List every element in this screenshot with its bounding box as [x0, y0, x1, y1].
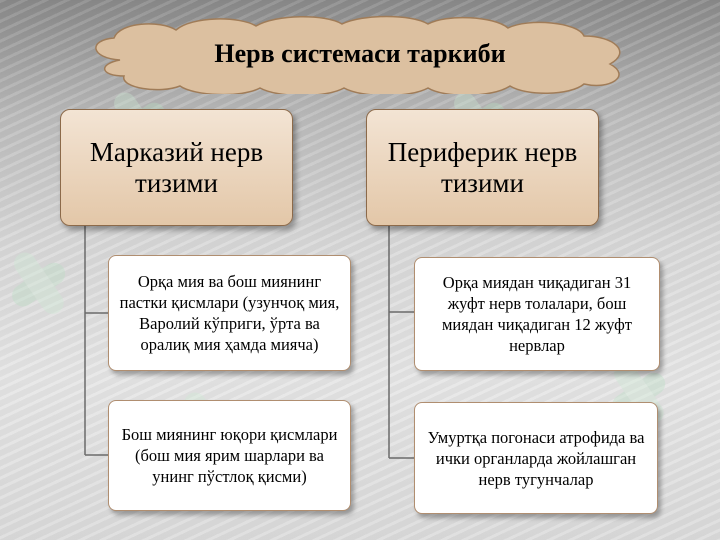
peripheral-nervous-system-box: Периферик нерв тизими: [366, 109, 599, 226]
central-item-upper-brain-text: Бош миянинг юқори қисмлари (бош мия ярим…: [121, 425, 338, 486]
peripheral-nervous-system-label: Периферик нерв тизими: [387, 136, 578, 198]
peripheral-item-ganglia-text: Умуртқа погонаси атрофида ва ички органл…: [427, 427, 645, 489]
peripheral-item-ganglia: Умуртқа погонаси атрофида ва ички органл…: [414, 402, 658, 514]
peripheral-item-nerves-text: Орқа миядан чиқадиган 31 жуфт нерв толал…: [441, 273, 633, 355]
central-item-lower-brain: Орқа мия ва бош миянинг пастки қисмлари …: [108, 255, 351, 371]
central-item-lower-brain-text: Орқа мия ва бош миянинг пастки қисмлари …: [119, 272, 340, 354]
title-cloud: Нерв системаси таркиби: [80, 14, 640, 94]
central-nervous-system-label: Марказий нерв тизими: [89, 136, 264, 198]
central-nervous-system-box: Марказий нерв тизими: [60, 109, 293, 226]
page-title: Нерв системаси таркиби: [214, 39, 506, 68]
peripheral-item-nerves: Орқа миядан чиқадиган 31 жуфт нерв толал…: [414, 257, 660, 371]
central-item-upper-brain: Бош миянинг юқори қисмлари (бош мия ярим…: [108, 400, 351, 511]
